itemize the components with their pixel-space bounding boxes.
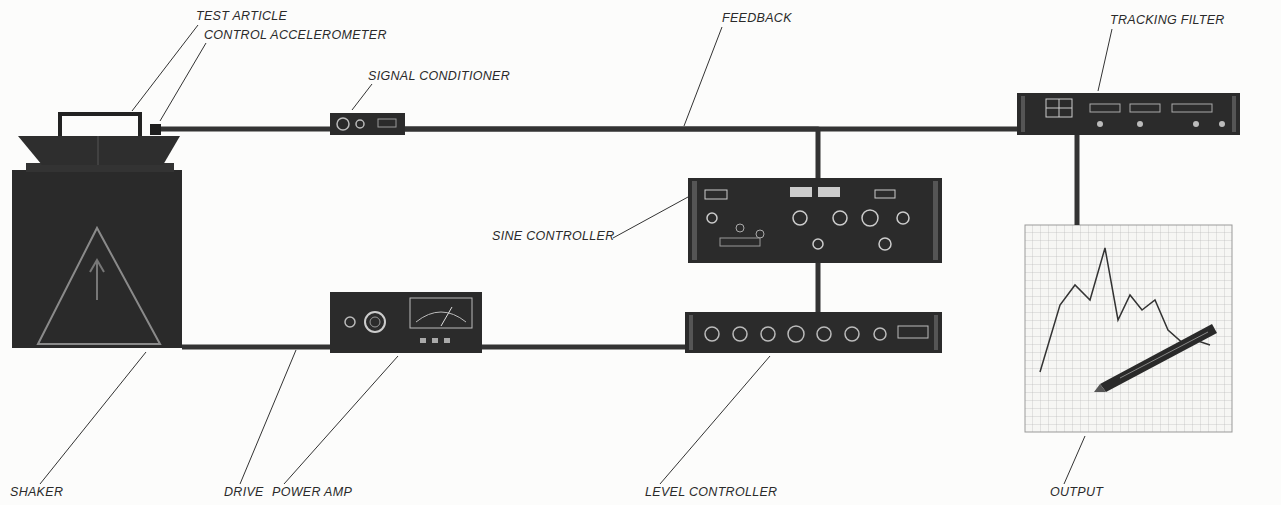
- control-accelerometer: [150, 124, 161, 135]
- equipment-label: TRACKING FILTER: [1110, 14, 1225, 28]
- equipment-unit: SIGNAL CONDITIONER: [330, 113, 405, 135]
- equipment-unit: SINE CONTROLLER: [688, 178, 942, 263]
- tracking-filter-drawing: [1017, 93, 1240, 135]
- equipment-unit: OUTPUT: [1025, 225, 1232, 432]
- signal-conditioner-drawing: [330, 113, 405, 135]
- equipment-unit: POWER AMP: [330, 292, 482, 353]
- cable: [182, 345, 330, 350]
- cable-label: FEEDBACK: [722, 12, 792, 26]
- equipment-label: OUTPUT: [1050, 486, 1103, 500]
- cable: [482, 345, 685, 350]
- sine-controller-drawing: [688, 178, 942, 263]
- equipment-label: LEVEL CONTROLLER: [645, 486, 777, 500]
- cable-label: DRIVE: [224, 486, 264, 500]
- equipment-label: SIGNAL CONDITIONER: [368, 70, 510, 84]
- equipment-label: SHAKER: [10, 486, 63, 500]
- cable: [816, 263, 821, 312]
- power-amp-drawing: [330, 292, 482, 353]
- test-article: [60, 114, 140, 136]
- level-controller-drawing: [685, 312, 942, 353]
- equipment-unit: LEVEL CONTROLLER: [685, 312, 942, 353]
- part-label: TEST ARTICLE: [196, 10, 287, 24]
- chart-recorder-drawing: [1025, 225, 1232, 432]
- part-label: CONTROL ACCELEROMETER: [204, 29, 387, 43]
- leader-lines: [40, 25, 1112, 484]
- equipment-unit: SHAKER: [12, 110, 182, 348]
- shaker-drawing: [12, 114, 182, 348]
- cable: [405, 129, 818, 178]
- cable: [182, 127, 330, 132]
- cable: [1075, 135, 1080, 225]
- equipment-label: POWER AMP: [272, 486, 352, 500]
- equipment-label: SINE CONTROLLER: [492, 230, 615, 244]
- equipment-unit: TRACKING FILTER: [1017, 93, 1240, 135]
